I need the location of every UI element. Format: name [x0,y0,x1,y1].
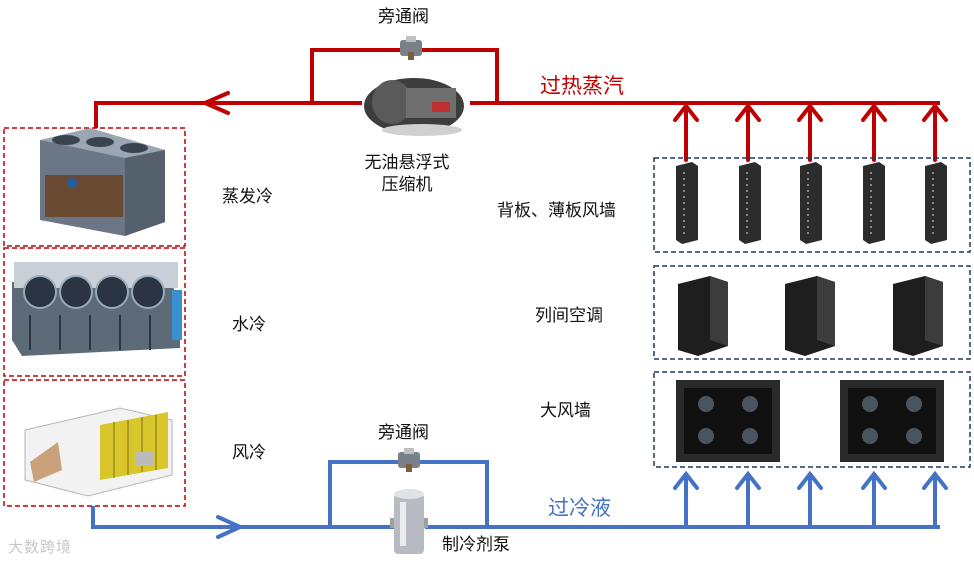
backplate-fan-wall-label: 背板、薄板风墙 [497,201,616,221]
large-fan-wall-units [676,380,944,462]
watermark: 大数跨境 [8,538,73,556]
water-cooling-label: 水冷 [232,315,266,335]
oil-free-compressor-icon [364,78,464,136]
bypass-valve-top-icon [400,36,422,60]
blue-up-arrows [673,470,948,490]
backplate-fan-wall-box [653,157,971,253]
inrow-ac-units [678,276,943,356]
red-flow-arrow [203,91,230,115]
subcooled-liquid-label: 过冷液 [548,496,611,520]
subcooled-liquid-line [91,460,940,529]
evaporative-cooler-box [3,127,186,247]
fan-icon [131,275,165,309]
air-cooling-label: 风冷 [232,443,266,463]
refrigerant-pump-icon [390,489,428,554]
superheated-steam-line [94,48,940,128]
inrow-ac-box [653,265,971,360]
bypass-valve-bottom-icon [398,448,420,472]
evaporative-cooling-label: 蒸发冷 [222,187,273,207]
backplate-units [676,162,947,244]
fan-icon [23,275,57,309]
air-cooler-box [3,379,186,507]
large-fan-wall-box [653,371,971,468]
compressor-label-line2: 压缩机 [381,175,433,195]
inrow-ac-label: 列间空调 [535,306,603,326]
logo-icon [67,178,77,188]
superheated-steam-label: 过热蒸汽 [540,74,624,98]
refrigerant-pump-label: 制冷剂泵 [442,535,510,555]
fan-icon [95,275,129,309]
bypass-valve-bottom-label: 旁通阀 [378,423,429,443]
compressor-label-line1: 无油悬浮式 [364,153,450,173]
bypass-valve-top-label: 旁通阀 [378,7,429,27]
water-cooler-box [3,247,186,377]
large-fan-wall-label: 大风墙 [540,401,591,421]
fan-icon [59,275,93,309]
blue-flow-arrow [216,515,242,539]
red-up-arrows [673,102,948,162]
